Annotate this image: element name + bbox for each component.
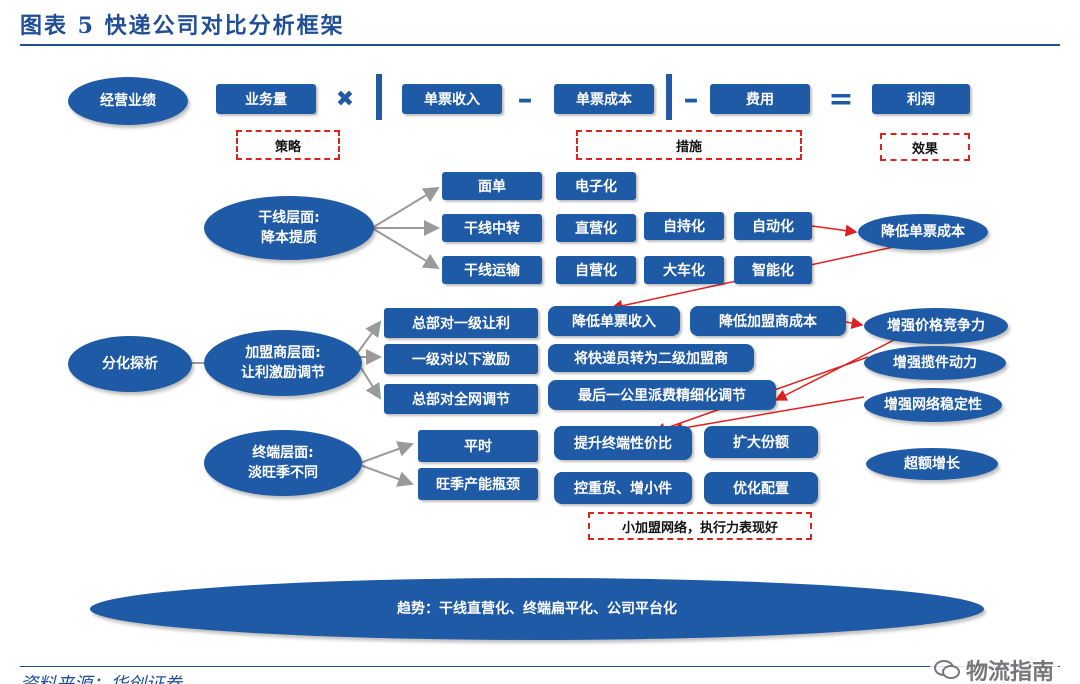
wechat-icon: [933, 660, 960, 679]
strategy-label: 策略: [236, 130, 340, 160]
measures-label: 措施: [576, 130, 802, 160]
measure-expand-share: 扩大份额: [704, 426, 818, 458]
differentiation-ellipse: 分化探析: [68, 336, 192, 392]
terminal-item-peak-bottleneck: 旺季产能瓶颈: [418, 468, 538, 500]
trunk-item-transport: 干线运输: [442, 256, 542, 284]
revenue-per-parcel-box: 单票收入: [402, 84, 502, 114]
measure-automation: 自动化: [734, 212, 812, 240]
effect-reduce-cost: 降低单票成本: [858, 214, 988, 250]
multiply-icon: ✖: [335, 86, 355, 112]
effect-network-stability: 增强网络稳定性: [864, 388, 1002, 422]
measure-lower-revenue: 降低单票收入: [548, 306, 680, 336]
terminal-level-ellipse: 终端层面: 淡旺季不同: [204, 430, 362, 496]
terminal-connectors: [359, 441, 414, 487]
watermark: 物流指南: [929, 654, 1058, 684]
franchise-level-ellipse: 加盟商层面: 让利激励调节: [204, 330, 362, 396]
volume-box: 业务量: [216, 84, 316, 114]
trunk-connectors: [371, 186, 440, 270]
profit-box: 利润: [872, 84, 970, 114]
small-network-note: 小加盟网络，执行力表现好: [588, 512, 812, 540]
trunk-level-ellipse: 干线层面: 降本提质: [204, 196, 374, 260]
measure-large-truck: 大车化: [644, 256, 724, 284]
measure-self-held: 自持化: [644, 212, 724, 240]
cost-per-parcel-box: 单票成本: [554, 84, 654, 114]
source-note: 资料来源：华创证券: [20, 670, 182, 684]
operating-performance-ellipse: 经营业绩: [68, 77, 188, 125]
figure-title: 图表 5 快递公司对比分析框架: [20, 13, 345, 39]
measure-cost-effectiveness: 提升终端性价比: [554, 426, 692, 460]
trunk-item-transfer: 干线中转: [442, 214, 542, 242]
measure-last-mile-fee: 最后一公里派费精细化调节: [548, 380, 776, 410]
minus-icon: –: [517, 81, 533, 117]
minus-icon-2: –: [683, 81, 699, 117]
franchise-item-incentive: 一级对以下激励: [384, 344, 538, 374]
trend-banner: 趋势：干线直营化、终端扁平化、公司平台化: [90, 578, 984, 640]
expense-box: 费用: [710, 84, 810, 114]
effect-excess-growth: 超额增长: [866, 448, 998, 480]
watermark-text: 物流指南: [965, 660, 1054, 684]
franchise-item-hq-concession: 总部对一级让利: [384, 308, 538, 338]
measure-lower-franchise-cost: 降低加盟商成本: [690, 306, 846, 336]
effect-pricing-power: 增强价格竞争力: [864, 308, 1008, 344]
measure-courier-to-franchisee: 将快递员转为二级加盟商: [548, 344, 754, 372]
divider-bar-1: [376, 74, 382, 120]
trunk-item-waybill: 面单: [442, 172, 542, 200]
franchise-item-network-adjust: 总部对全网调节: [384, 384, 538, 414]
measure-optimize-config: 优化配置: [704, 472, 818, 504]
measure-control-heavy: 控重货、增小件: [554, 472, 692, 504]
title-rule: [20, 44, 1060, 46]
bottom-rule: [20, 666, 1060, 667]
measure-self-operated: 自营化: [556, 256, 636, 284]
measure-electronic: 电子化: [556, 172, 636, 200]
equals-icon: =: [828, 81, 854, 117]
effect-pickup-motivation: 增强揽件动力: [864, 346, 1006, 380]
measure-direct-operated: 直营化: [556, 214, 636, 242]
measure-intelligent: 智能化: [734, 256, 812, 284]
divider-bar-2: [666, 74, 672, 120]
terminal-item-normal: 平时: [418, 430, 538, 462]
effect-label: 效果: [880, 133, 970, 161]
